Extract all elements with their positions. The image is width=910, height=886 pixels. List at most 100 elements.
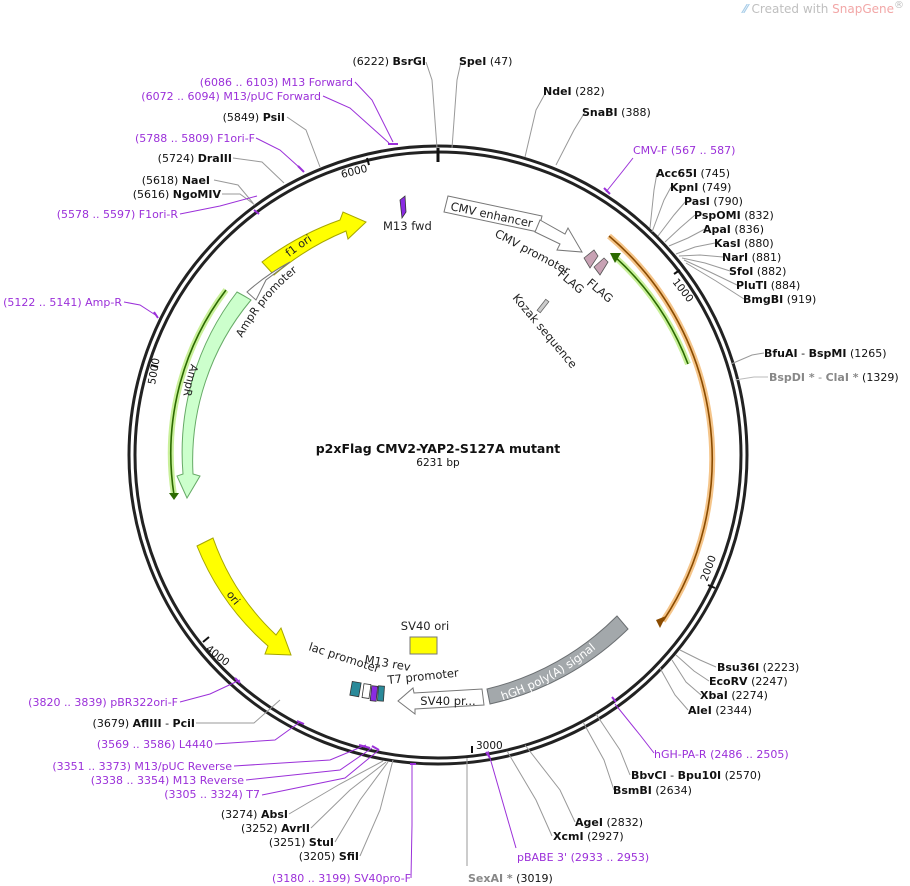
feature-ampr-promoter-arrow[interactable] (246, 261, 291, 301)
tick-mark-1000 (673, 269, 681, 275)
site-bsrgi[interactable]: (6222) BsrGI (352, 55, 426, 68)
site-kpni[interactable]: KpnI (749) (670, 181, 731, 194)
primer-arc-green-head (610, 253, 621, 263)
primer-sv40pro-f[interactable]: (3180 .. 3199) SV40pro-F (272, 872, 411, 885)
primer-marker-t7 (371, 745, 380, 751)
feature-flag-2[interactable] (593, 257, 609, 276)
tick-label-4000: 4000 (203, 643, 231, 669)
leader-line-xcmi (506, 750, 553, 837)
primer-l4440[interactable]: (3569 .. 3586) L4440 (97, 738, 213, 751)
primer-m13-forward[interactable]: (6086 .. 6103) M13 Forward (200, 76, 353, 89)
site-xbai[interactable]: XbaI (2274) (700, 689, 768, 702)
site-draiii[interactable]: (5724) DraIII (158, 152, 232, 165)
primer-hgh-pa-r[interactable]: hGH-PA-R (2486 .. 2505) (654, 748, 789, 761)
site-absi[interactable]: (3274) AbsI (221, 808, 288, 821)
site-sfoi[interactable]: SfoI (882) (729, 265, 786, 278)
site-pluti[interactable]: PluTI (884) (736, 279, 800, 292)
leader-line-ngomiv (222, 193, 256, 206)
leader-line-naei (213, 179, 254, 204)
feature-kozak[interactable] (536, 298, 550, 314)
site-xcmi[interactable]: XcmI (2927) (553, 830, 624, 843)
primer-t7[interactable]: (3305 .. 3324) T7 (164, 788, 260, 801)
primer-leader-sv40pro-f (410, 763, 413, 879)
leader-line-bmgbi (685, 262, 745, 300)
site-snabi[interactable]: SnaBI (388) (582, 106, 651, 119)
primer-leader-f1ori-r (179, 195, 258, 215)
feature-hgh-polya[interactable] (486, 615, 629, 705)
site-alei[interactable]: AleI (2344) (688, 704, 752, 717)
site-agei[interactable]: AgeI (2832) (575, 816, 643, 829)
feature-m13-rev[interactable] (369, 685, 379, 702)
primer-marker-amp-r (153, 311, 159, 319)
primer-f1ori-f[interactable]: (5788 .. 5809) F1ori-F (135, 132, 255, 145)
site-kasi[interactable]: KasI (880) (714, 237, 774, 250)
site-stui[interactable]: (3251) StuI (269, 836, 334, 849)
site-naei[interactable]: (5618) NaeI (142, 174, 210, 187)
feature-label-sv40-ori: SV40 ori (401, 619, 449, 633)
tick-mark-4000 (202, 636, 210, 643)
site-nari[interactable]: NarI (881) (722, 251, 781, 264)
site-avrii[interactable]: (3252) AvrII (241, 822, 310, 835)
feature-label-hgh-polya: hGH poly(A) signal (499, 640, 598, 703)
primer-arc-green (613, 255, 689, 365)
site-bsu36i[interactable]: Bsu36I (2223) (717, 661, 799, 674)
site-ecorv[interactable]: EcoRV (2247) (709, 675, 788, 688)
primer-leader-l4440 (214, 721, 301, 745)
feature-sv40-ori[interactable] (409, 636, 438, 655)
feature-t7-promoter[interactable] (377, 685, 385, 702)
primer-pbabe3[interactable]: pBABE 3' (2933 .. 2953) (517, 851, 649, 864)
leader-line-bsu36i (679, 649, 717, 668)
snapgene-logo-icon: ⁄⁄ (743, 2, 748, 16)
primer-leader-cmv-f (605, 157, 634, 193)
site-pasi[interactable]: PasI (790) (684, 195, 743, 208)
site-bbvci-bpu10i[interactable]: BbvCI - Bpu10I (2570) (631, 769, 761, 782)
site-sfii[interactable]: (3205) SfiI (299, 850, 359, 863)
primer-markers (153, 143, 617, 765)
primer-cmv-f[interactable]: CMV-F (567 .. 587) (633, 144, 735, 157)
primer-m13-reverse[interactable]: (3338 .. 3354) M13 Reverse (91, 774, 244, 787)
site-apai[interactable]: ApaI (836) (703, 223, 764, 236)
primer-pbr322ori-f[interactable]: (3820 .. 3839) pBR322ori-F (28, 696, 178, 709)
site-afliii-pcii[interactable]: (3679) AflIII - PciI (93, 717, 195, 730)
site-ndei[interactable]: NdeI (282) (543, 85, 605, 98)
leader-line-xbai (671, 659, 702, 696)
site-bsmbi[interactable]: BsmBI (2634) (613, 784, 692, 797)
feature-ampr[interactable] (176, 291, 252, 500)
feature-flag-1[interactable] (583, 249, 599, 269)
site-acc65i[interactable]: Acc65I (745) (656, 167, 730, 180)
tick-mark-5000 (150, 364, 159, 368)
primer-amp-r[interactable]: (5122 .. 5141) Amp-R (3, 296, 122, 309)
leader-line-pasi (657, 200, 687, 237)
primer-m13puc-forward[interactable]: (6072 .. 6094) M13/pUC Forward (141, 90, 321, 103)
leader-line-avrii (310, 761, 387, 829)
feature-label-flag-1: FLAG (555, 267, 587, 297)
site-bfuai-bspmi[interactable]: BfuAI - BspMI (1265) (764, 347, 887, 360)
site-pspomi[interactable]: PspOMI (832) (694, 209, 774, 222)
primer-leader-lines (123, 81, 655, 879)
primer-arc-orange (608, 235, 714, 622)
primer-m13puc-reverse[interactable]: (3351 .. 3373) M13/pUC Reverse (52, 760, 232, 773)
feature-cmv-promoter[interactable] (534, 219, 583, 253)
leader-line-stui (334, 761, 389, 843)
primer-leader-m13puc-reverse (233, 744, 367, 767)
feature-lac-operator[interactable] (349, 680, 362, 698)
feature-f1-ori[interactable] (261, 211, 367, 276)
site-ngomiv[interactable]: (5616) NgoMIV (133, 188, 222, 201)
site-spei[interactable]: SpeI (47) (459, 55, 512, 68)
feature-sv40-promoter[interactable] (397, 687, 485, 716)
site-psii[interactable]: (5849) PsiI (223, 111, 285, 124)
leader-line-kasi (675, 242, 716, 255)
feature-cap-site[interactable] (361, 683, 372, 699)
feature-ori[interactable] (196, 537, 292, 656)
primer-arcs (167, 233, 716, 628)
primer-arc-orange-head (656, 616, 666, 628)
site-bmgbi[interactable]: BmgBI (919) (743, 293, 816, 306)
site-sexai[interactable]: SexAI * (3019) (468, 872, 553, 885)
feature-m13-fwd[interactable] (399, 195, 407, 220)
primer-leader-m13-forward (354, 81, 394, 143)
leader-lines (196, 61, 768, 866)
site-bspdi-clai[interactable]: BspDI * - ClaI * (1329) (769, 371, 899, 384)
primer-leader-t7 (261, 749, 380, 796)
primer-f1ori-r[interactable]: (5578 .. 5597) F1ori-R (57, 208, 179, 221)
